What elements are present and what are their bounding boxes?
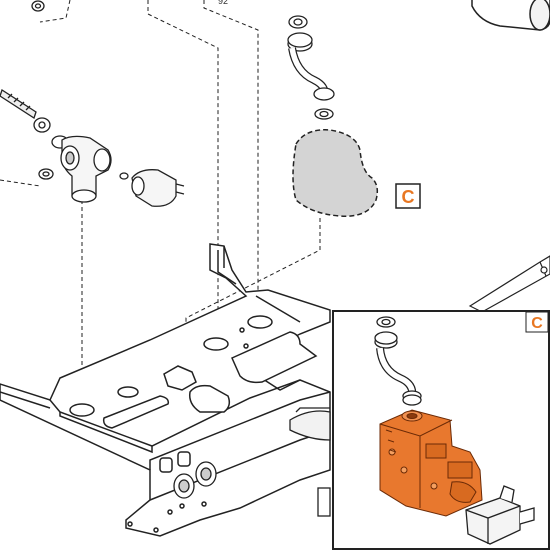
inset-pipe-connector bbox=[374, 316, 422, 406]
inset-callout-c-box[interactable]: C bbox=[525, 311, 549, 333]
gas-valve-highlighted[interactable] bbox=[379, 409, 483, 517]
part-number-label: 92 bbox=[218, 0, 228, 6]
cylinder-component bbox=[471, 0, 550, 31]
valve-assembly bbox=[0, 0, 185, 207]
plate-fittings bbox=[173, 407, 331, 517]
callout-c-label: C bbox=[402, 187, 415, 207]
pipe-connector-top bbox=[287, 15, 335, 120]
base-plate bbox=[0, 243, 331, 537]
inset-callout-c-label: C bbox=[531, 315, 543, 332]
missing-part-placeholder bbox=[292, 129, 379, 217]
valve-coil-actuator bbox=[465, 485, 535, 545]
callout-c-box[interactable]: C bbox=[395, 183, 421, 209]
inset-detail-panel: C bbox=[332, 310, 550, 550]
